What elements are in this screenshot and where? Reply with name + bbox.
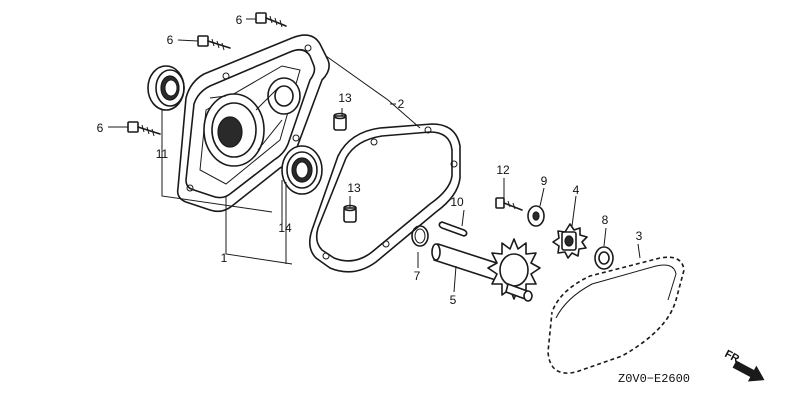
callout-6-left: 6 <box>97 121 104 135</box>
callout-8: 8 <box>602 213 609 227</box>
part-9-washer <box>527 205 545 227</box>
part-6-flange-bolt-middle <box>197 35 231 51</box>
callout-5: 5 <box>450 293 457 307</box>
callout-10: 10 <box>450 195 464 209</box>
callout-2: 2 <box>398 97 405 111</box>
callout-6-top: 6 <box>236 13 243 27</box>
callout-12: 12 <box>496 163 510 177</box>
callout-7: 7 <box>414 269 421 283</box>
callout-3: 3 <box>636 229 643 243</box>
part-4-drive-sprocket <box>552 223 588 259</box>
callout-11: 11 <box>156 147 169 161</box>
part-1-transmission-cover <box>176 34 330 213</box>
part-14-bearing <box>281 145 323 195</box>
part-5-shaft-sprocket <box>431 238 541 302</box>
part-8-collar <box>594 246 614 270</box>
part-6-flange-bolt-top <box>255 12 287 28</box>
callout-13-lower: 13 <box>347 181 361 195</box>
diagram-code: Z0V0−E2600 <box>618 372 690 386</box>
callout-1: 1 <box>221 251 228 265</box>
part-6-flange-bolt-left <box>127 121 161 137</box>
part-10-key <box>438 221 468 237</box>
part-13-dowel-pin-upper <box>333 112 347 131</box>
part-7-ring <box>411 225 429 247</box>
part-11-oil-seal <box>147 65 185 111</box>
part-3-roller-chain <box>545 255 687 375</box>
callout-6-middle: 6 <box>167 33 174 47</box>
callout-9: 9 <box>541 174 548 188</box>
part-12-bolt <box>495 197 523 211</box>
leader-lines <box>108 18 641 293</box>
front-direction-arrow <box>732 360 765 382</box>
callout-13-upper: 13 <box>338 91 352 105</box>
part-2-gasket <box>308 123 461 273</box>
callout-4: 4 <box>573 183 580 197</box>
callout-14: 14 <box>278 221 292 235</box>
